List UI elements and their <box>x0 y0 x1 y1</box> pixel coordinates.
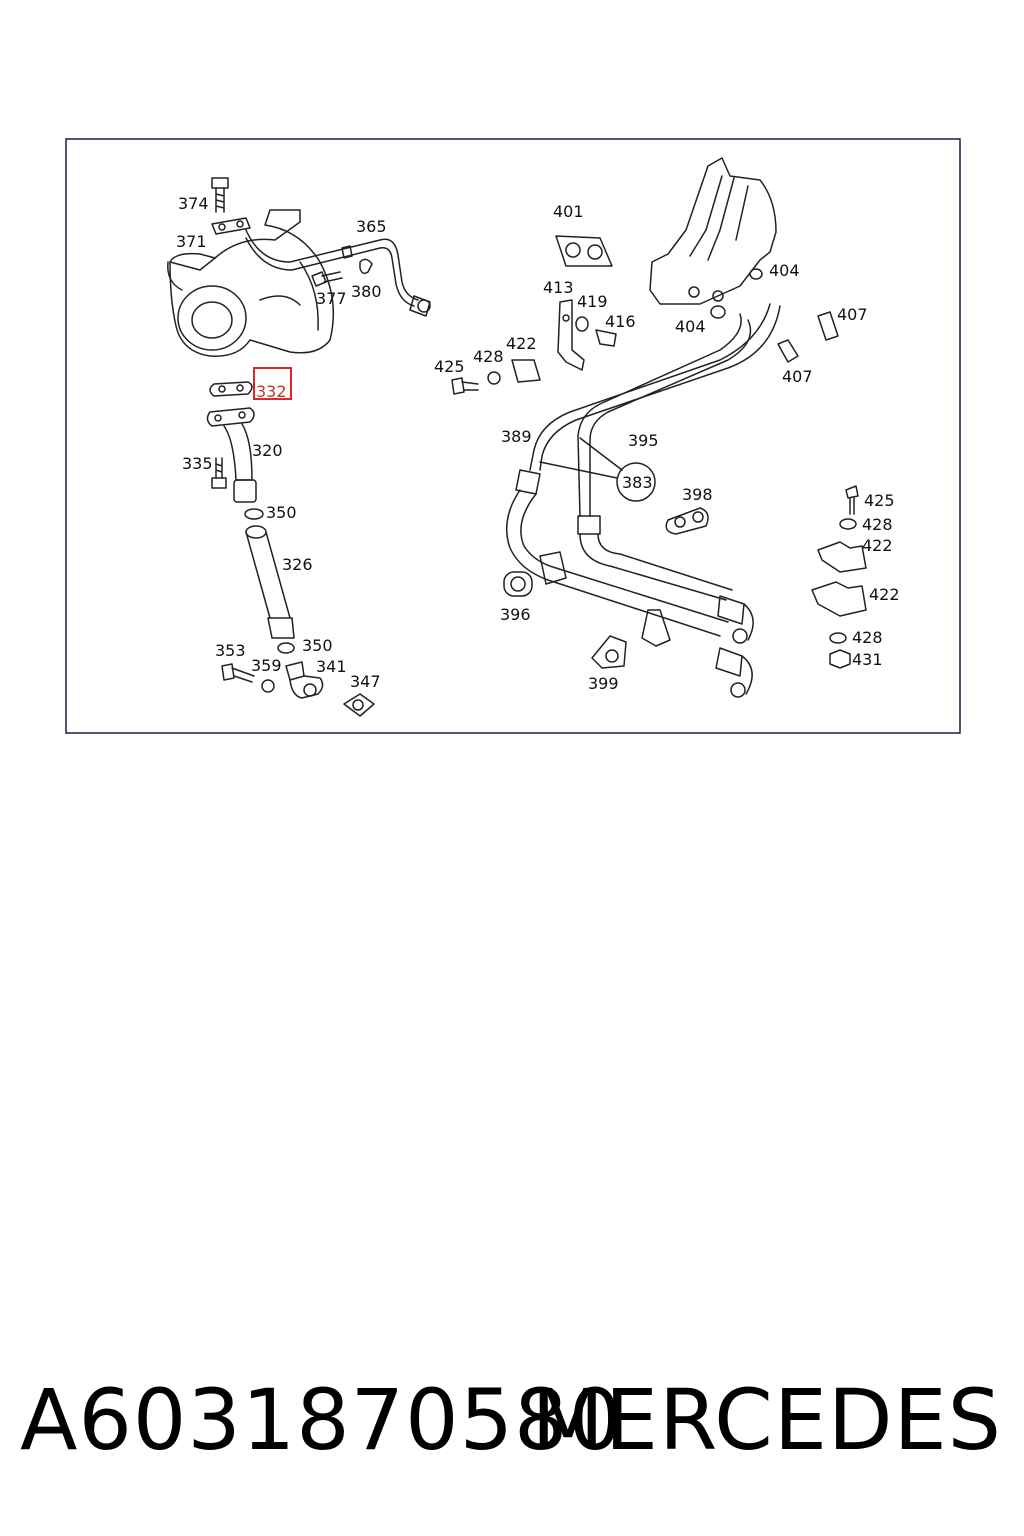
callout-326[interactable]: 326 <box>282 555 313 574</box>
washer-428-drawing <box>487 371 501 385</box>
washer-428-right-drawing <box>839 518 857 530</box>
callout-398[interactable]: 398 <box>682 485 713 504</box>
brand-text: MERCEDES <box>531 1371 1002 1469</box>
seal-419-drawing <box>575 316 589 332</box>
bolt-353-drawing <box>221 663 255 683</box>
callout-401[interactable]: 401 <box>553 202 584 221</box>
caption-bar: A6031870580 MERCEDES <box>0 1368 1024 1478</box>
callout-416[interactable]: 416 <box>605 312 636 331</box>
banjo-bolt-407-lower-drawing <box>777 339 799 363</box>
oil-cooler-lines-drawing <box>505 303 781 698</box>
part-number-text: A6031870580 <box>20 1371 623 1469</box>
callout-404-upper[interactable]: 404 <box>769 261 800 280</box>
callout-431[interactable]: 431 <box>852 650 883 669</box>
callout-389[interactable]: 389 <box>501 427 532 446</box>
callout-419[interactable]: 419 <box>577 292 608 311</box>
oil-filter-housing-drawing <box>649 157 777 305</box>
oil-feed-line-365-drawing <box>211 217 431 317</box>
callout-407-lower[interactable]: 407 <box>782 367 813 386</box>
callout-332[interactable]: 332 <box>256 382 287 401</box>
gasket-347-drawing <box>343 693 375 717</box>
callout-404-lower[interactable]: 404 <box>675 317 706 336</box>
mount-bracket-drawing <box>641 609 671 647</box>
bolt-425-right-drawing <box>845 485 859 515</box>
seal-ring-350-drawing <box>244 508 264 520</box>
clip-380-drawing <box>359 258 373 275</box>
callout-335[interactable]: 335 <box>182 454 213 473</box>
callout-circle-383 <box>616 462 656 502</box>
callout-428-right-upper[interactable]: 428 <box>862 515 893 534</box>
callout-383[interactable]: 383 <box>622 473 653 492</box>
callout-413[interactable]: 413 <box>543 278 574 297</box>
seal-404-lower-drawing <box>710 305 726 319</box>
bolt-416-drawing <box>595 329 617 347</box>
bolt-425-drawing <box>451 377 479 395</box>
clip-422-right-upper-drawing <box>817 541 867 573</box>
seal-404-upper-drawing <box>749 268 763 280</box>
callout-350-lower[interactable]: 350 <box>302 636 333 655</box>
seal-ring-350-lower-drawing <box>277 642 295 654</box>
callout-396[interactable]: 396 <box>500 605 531 624</box>
bolt-374-drawing <box>211 177 229 213</box>
callout-359[interactable]: 359 <box>251 656 282 675</box>
turbocharger-drawing <box>167 209 335 357</box>
highlight-box-332 <box>253 367 292 400</box>
callout-428-left[interactable]: 428 <box>473 347 504 366</box>
bolt-335-drawing <box>211 457 227 489</box>
callout-428-right-lower[interactable]: 428 <box>852 628 883 647</box>
callout-365[interactable]: 365 <box>356 217 387 236</box>
washer-428-right-lower-drawing <box>829 632 847 644</box>
gasket-332-drawing <box>209 381 253 397</box>
tube-326-drawing <box>245 525 295 639</box>
callout-422-right-upper[interactable]: 422 <box>862 536 893 555</box>
callout-341[interactable]: 341 <box>316 657 347 676</box>
callout-425-left[interactable]: 425 <box>434 357 465 376</box>
banjo-bolt-407-upper-drawing <box>817 311 839 341</box>
callout-320[interactable]: 320 <box>252 441 283 460</box>
bolt-377-drawing <box>311 271 343 287</box>
parts-diagram: 374 371 365 377 380 332 335 320 350 326 … <box>65 138 961 734</box>
callout-380[interactable]: 380 <box>351 282 382 301</box>
callout-374[interactable]: 374 <box>178 194 209 213</box>
callout-353[interactable]: 353 <box>215 641 246 660</box>
callout-350-upper[interactable]: 350 <box>266 503 297 522</box>
callout-422-left[interactable]: 422 <box>506 334 537 353</box>
callout-347[interactable]: 347 <box>350 672 381 691</box>
callout-425-right[interactable]: 425 <box>864 491 895 510</box>
diagram-frame <box>65 138 961 734</box>
callout-422-right-lower[interactable]: 422 <box>869 585 900 604</box>
oil-return-pipe-320-drawing <box>206 407 257 503</box>
callout-377[interactable]: 377 <box>316 289 347 308</box>
callout-399[interactable]: 399 <box>588 674 619 693</box>
gasket-401-drawing <box>555 235 613 267</box>
bracket-413-drawing <box>557 299 585 371</box>
callout-395[interactable]: 395 <box>628 431 659 450</box>
seal-359-drawing <box>261 679 275 693</box>
callout-407-upper[interactable]: 407 <box>837 305 868 324</box>
grommet-396-drawing <box>503 571 533 597</box>
clamp-398-drawing <box>665 507 709 535</box>
holder-399-drawing <box>591 635 627 669</box>
elbow-341-drawing <box>285 661 324 699</box>
callout-labels: 374 371 365 377 380 332 335 320 350 326 … <box>176 194 900 693</box>
leader-383 <box>539 437 623 479</box>
clip-422-drawing <box>511 359 541 383</box>
clip-422-right-lower-drawing <box>811 581 867 617</box>
nut-431-drawing <box>829 649 851 669</box>
callout-371[interactable]: 371 <box>176 232 207 251</box>
